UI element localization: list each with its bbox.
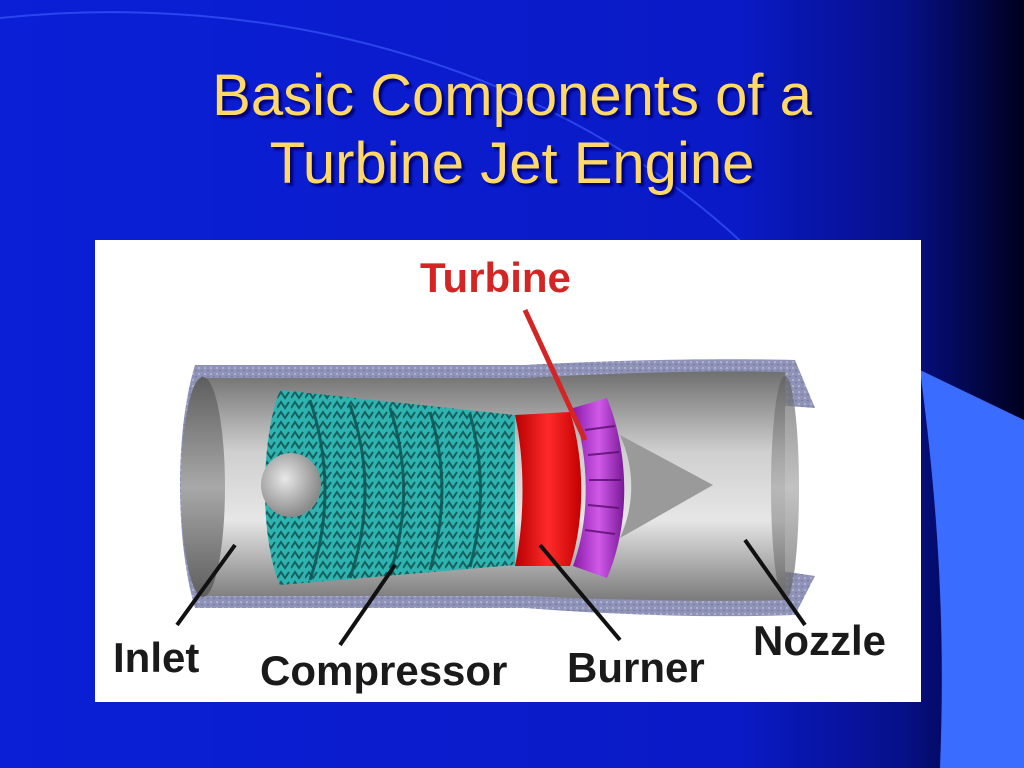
title-line-1: Basic Components of a: [212, 63, 812, 128]
nozzle-pointer: [743, 538, 807, 627]
burner-pointer: [538, 543, 622, 642]
spinner-hub: [261, 453, 321, 517]
label-nozzle: Nozzle: [753, 617, 886, 664]
turbine-pointer: [522, 308, 588, 442]
engine-diagram-panel: Turbine Inlet Compressor Burner Nozzle: [95, 240, 921, 702]
burner-section: [515, 412, 582, 566]
label-burner: Burner: [567, 644, 705, 691]
slide-title: Basic Components of a Turbine Jet Engine: [0, 62, 1024, 198]
title-line-2: Turbine Jet Engine: [269, 131, 755, 196]
label-compressor: Compressor: [260, 647, 507, 694]
compressor-blades: [265, 390, 515, 585]
inlet-pointer: [175, 543, 237, 627]
nozzle-rim: [771, 376, 799, 600]
accent-shape: [920, 370, 1024, 768]
exhaust-cone: [620, 435, 713, 538]
jet-engine-diagram: Turbine Inlet Compressor Burner Nozzle: [113, 254, 886, 694]
inlet-opening: [181, 377, 225, 597]
compressor-pointer: [338, 563, 397, 647]
label-inlet: Inlet: [113, 634, 199, 681]
label-turbine: Turbine: [420, 254, 571, 301]
